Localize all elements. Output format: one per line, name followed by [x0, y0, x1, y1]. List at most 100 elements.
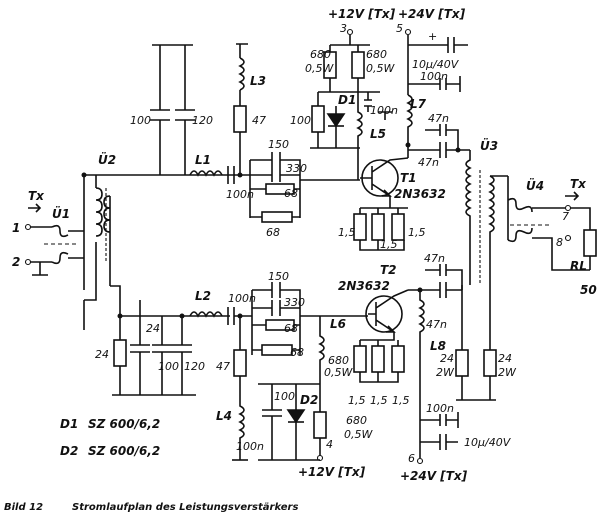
res-68-b1: 68 — [284, 322, 298, 335]
component-legend: D1 SZ 600/6,2 D2 SZ 600/6,2 — [60, 417, 160, 458]
tx-in-label: Tx — [28, 189, 45, 203]
t2-label: T2 — [380, 263, 397, 277]
cap-120-top: 120 — [192, 114, 213, 127]
res-15-d: 1,5 — [348, 394, 366, 407]
res-15-f: 1,5 — [392, 394, 410, 407]
res-680-d: 680 — [346, 414, 367, 427]
terminal-3-label: 3 — [340, 22, 347, 35]
load-resistors: 24 2W 24 2W — [436, 285, 517, 401]
transformer-u1: Ü1 — [44, 206, 84, 265]
cap-47n-top-a: 47n — [418, 156, 439, 169]
rl-label: RL — [570, 259, 587, 273]
diode-d1-label: D1 — [338, 93, 356, 107]
l1-network: L1 100n — [189, 153, 254, 201]
cap-100-top: 100 — [130, 114, 151, 127]
rl-value: 50 — [580, 283, 597, 297]
transistor-t2: T2 2N3632 1,5 1,5 1,5 — [338, 263, 410, 407]
transistor-t1: T1 2N3632 1,5 1,5 1,5 — [338, 157, 446, 251]
t1-collector-supply: +24V [Tx] 5 + 10µ/40V 100n L7 — [396, 7, 468, 158]
cap-100n-l1: 100n — [226, 188, 254, 201]
cap-47n-top-b: 47n — [428, 112, 449, 125]
res-100-d1: 100 — [290, 114, 311, 127]
supply-bottom-24v: +24V [Tx] — [400, 469, 468, 483]
terminal-6-label: 6 — [408, 452, 415, 465]
cap-120-bl: 120 — [184, 360, 205, 373]
res-47-top: 47 — [252, 114, 266, 127]
t1-base-network: 150 330 68 68 — [249, 138, 360, 239]
legend-d2-part: SZ 600/6,2 — [88, 444, 160, 458]
ground-symbol — [32, 262, 48, 276]
t2-base-network: 150 330 68 68 — [251, 270, 368, 359]
cap-100n-24v-bot: 100n — [426, 402, 454, 415]
legend-d1-part: SZ 600/6,2 — [88, 417, 160, 431]
l5-label: L5 — [370, 127, 386, 141]
supply-top-24v: +24V [Tx] — [398, 7, 466, 21]
res-24-2w-a: 24 — [440, 352, 454, 365]
t1-bias-network: +12V [Tx] 3 680 0,5W 680 0,5W 100 D1 100… — [290, 7, 398, 180]
res-05w-d: 0,5W — [344, 428, 373, 441]
t2-output-caps: 47n 47n L8 — [408, 252, 463, 353]
cap-100-d2: 100 — [274, 390, 295, 403]
res-2w-b: 2W — [498, 366, 517, 379]
l6-label: L6 — [330, 317, 346, 331]
u4-label: Ü4 — [526, 178, 544, 193]
res-15-b: 1,5 — [380, 238, 398, 251]
terminal-4-label: 4 — [326, 438, 333, 451]
t2-type: 2N3632 — [338, 279, 390, 293]
res-15-e: 1,5 — [370, 394, 388, 407]
res-24-2w-b: 24 — [498, 352, 512, 365]
tx-in-arrow — [28, 203, 42, 213]
res-47-b: 47 — [216, 360, 230, 373]
terminal-5-label: 5 — [396, 22, 403, 35]
transformer-u3: Ü3 — [465, 138, 508, 290]
res-05w-c: 0,5W — [324, 366, 353, 379]
res-15-c: 1,5 — [408, 226, 426, 239]
cap-100-bl: 100 — [158, 360, 179, 373]
cap-47n-bot-a: 47n — [424, 252, 445, 265]
cap-150-b: 150 — [268, 270, 289, 283]
tx-out-arrow — [565, 191, 580, 201]
cap-100n-l2: 100n — [228, 292, 256, 305]
res-24-left: 24 — [95, 348, 109, 361]
cap-10u-bot: 10µ/40V — [464, 436, 512, 449]
cap-47n-bot-b: 47n — [426, 318, 447, 331]
res-68-top-a: 68 — [284, 187, 298, 200]
cap-100n-24v-top: 100n — [420, 70, 448, 83]
terminal-7-label: 7 — [562, 210, 569, 223]
res-15-a: 1,5 — [338, 226, 356, 239]
res-2w-a: 2W — [436, 366, 455, 379]
supply-top-12v: +12V [Tx] — [328, 7, 396, 21]
u1-label: Ü1 — [52, 206, 70, 221]
terminal-1 — [24, 223, 32, 231]
cap-24-left: 24 — [146, 322, 160, 335]
input-terminals: 1 2 Tx — [12, 189, 52, 276]
l4-label: L4 — [216, 409, 232, 423]
res-05w-a: 0,5W — [305, 62, 334, 75]
supply-bottom-12v: +12V [Tx] — [298, 465, 366, 479]
cap-100n-l4: 100n — [236, 440, 264, 453]
res-68-top-b: 68 — [266, 226, 280, 239]
caption-text: Stromlaufplan des Leistungsverstärkers — [72, 502, 298, 513]
legend-d1-ref: D1 — [60, 417, 78, 431]
l1-label: L1 — [195, 153, 211, 167]
plus-sign: + — [428, 30, 437, 43]
t2-collector-supply: 100n 10µ/40V 6 +24V [Tx] — [400, 348, 512, 483]
l3-branch: L3 47 — [233, 43, 266, 178]
terminal-8-label: 8 — [556, 236, 563, 249]
diode-d2-label: D2 — [300, 393, 318, 407]
l2-label: L2 — [195, 289, 211, 303]
res-680-c: 680 — [328, 354, 349, 367]
terminal-2 — [24, 258, 32, 266]
res-680-a: 680 — [310, 48, 331, 61]
legend-d2-ref: D2 — [60, 444, 78, 458]
l7-label: L7 — [410, 97, 427, 111]
l4-branch: 47 L4 — [216, 316, 248, 461]
l2-network: L2 100n — [189, 289, 256, 325]
figure-caption: Bild 12 Stromlaufplan des Leistungsverst… — [4, 502, 298, 513]
res-05w-b: 0,5W — [366, 62, 395, 75]
terminal-2-label: 2 — [12, 255, 20, 269]
res-68-b2: 68 — [290, 346, 304, 359]
cap-100n-d1: 100n — [370, 104, 398, 117]
cap-10u-top: 10µ/40V — [412, 58, 460, 71]
